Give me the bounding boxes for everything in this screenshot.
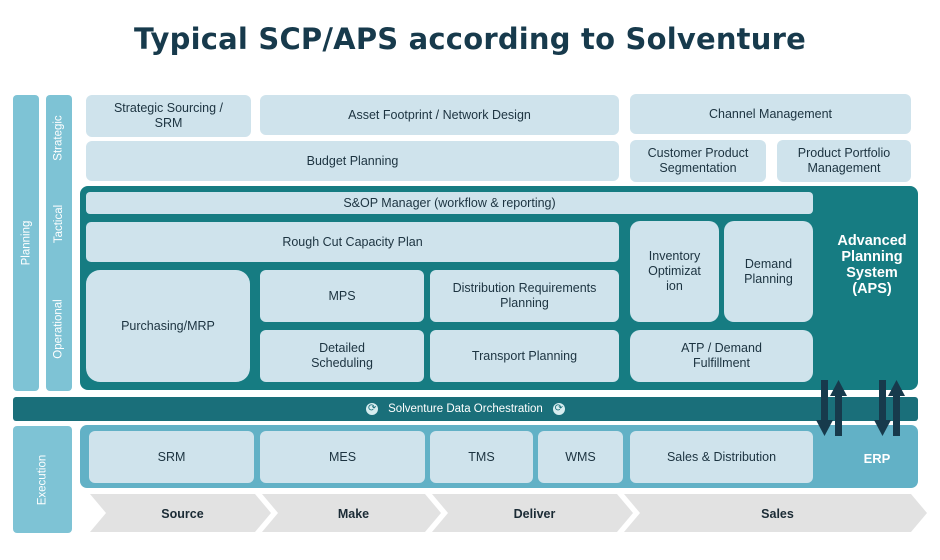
stage-make: Make <box>337 507 370 521</box>
arrow-up-icon <box>830 380 847 436</box>
tactical-label: Tactical <box>53 204 66 244</box>
operational-label: Operational <box>53 299 65 359</box>
channel-management-box: Channel Management <box>630 94 911 134</box>
detailed-scheduling-box: Detailed Scheduling <box>260 330 424 382</box>
budget-planning-box: Budget Planning <box>86 141 619 181</box>
sync-arrows <box>816 380 905 436</box>
stage-sales: Sales <box>761 507 794 521</box>
customer-segmentation-box: Customer Product Segmentation <box>630 140 766 182</box>
value-chain-chevrons <box>90 494 927 532</box>
stage-source: Source <box>161 507 204 521</box>
stage-deliver: Deliver <box>513 507 556 521</box>
chevron-source <box>90 494 271 532</box>
sync-icon: ⟳ <box>552 403 565 415</box>
purchasing-mrp-box: Purchasing/MRP <box>86 270 250 382</box>
srm-box: SRM <box>89 431 254 483</box>
erp-label: ERP <box>863 450 891 466</box>
planning-label: Planning <box>20 220 33 266</box>
orchestration-label: Solventure Data Orchestration <box>388 403 543 415</box>
sales-distribution-box: Sales & Distribution <box>630 431 813 483</box>
operational-bar: Operational <box>46 267 72 391</box>
strategic-bar: Strategic <box>46 95 72 181</box>
product-portfolio-box: Product Portfolio Management <box>777 140 911 182</box>
mes-box: MES <box>260 431 425 483</box>
tactical-bar: Tactical <box>46 181 72 267</box>
demand-planning-box: Demand Planning <box>724 221 813 322</box>
arrow-up-icon <box>888 380 905 436</box>
arrow-down-icon <box>874 380 891 436</box>
diagram-title: Typical SCP/APS according to Solventure <box>134 22 806 56</box>
rough-cut-box: Rough Cut Capacity Plan <box>86 222 619 262</box>
chevron-make <box>262 494 441 532</box>
aps-label: Advanced Planning System (APS) <box>837 233 907 297</box>
planning-bar: Planning <box>13 95 39 391</box>
transport-planning-box: Transport Planning <box>430 330 619 382</box>
asset-footprint-box: Asset Footprint / Network Design <box>260 95 619 135</box>
sop-manager-box: S&OP Manager (workflow & reporting) <box>86 192 813 214</box>
inventory-optimization-box: Inventory Optimizat ion <box>630 221 719 322</box>
chevron-deliver <box>432 494 633 532</box>
data-orchestration-bar: ⟳ Solventure Data Orchestration ⟳ <box>13 397 918 421</box>
wms-box: WMS <box>538 431 623 483</box>
drp-box: Distribution Requirements Planning <box>430 270 619 322</box>
tms-box: TMS <box>430 431 533 483</box>
execution-bar: Execution <box>13 426 72 533</box>
strategic-sourcing-box: Strategic Sourcing / SRM <box>86 95 251 137</box>
mps-box: MPS <box>260 270 424 322</box>
sync-icon: ⟳ <box>366 403 379 415</box>
strategic-label: Strategic <box>53 115 66 161</box>
atp-box: ATP / Demand Fulfillment <box>630 330 813 382</box>
chevron-sales <box>624 494 927 532</box>
arrow-down-icon <box>816 380 833 436</box>
